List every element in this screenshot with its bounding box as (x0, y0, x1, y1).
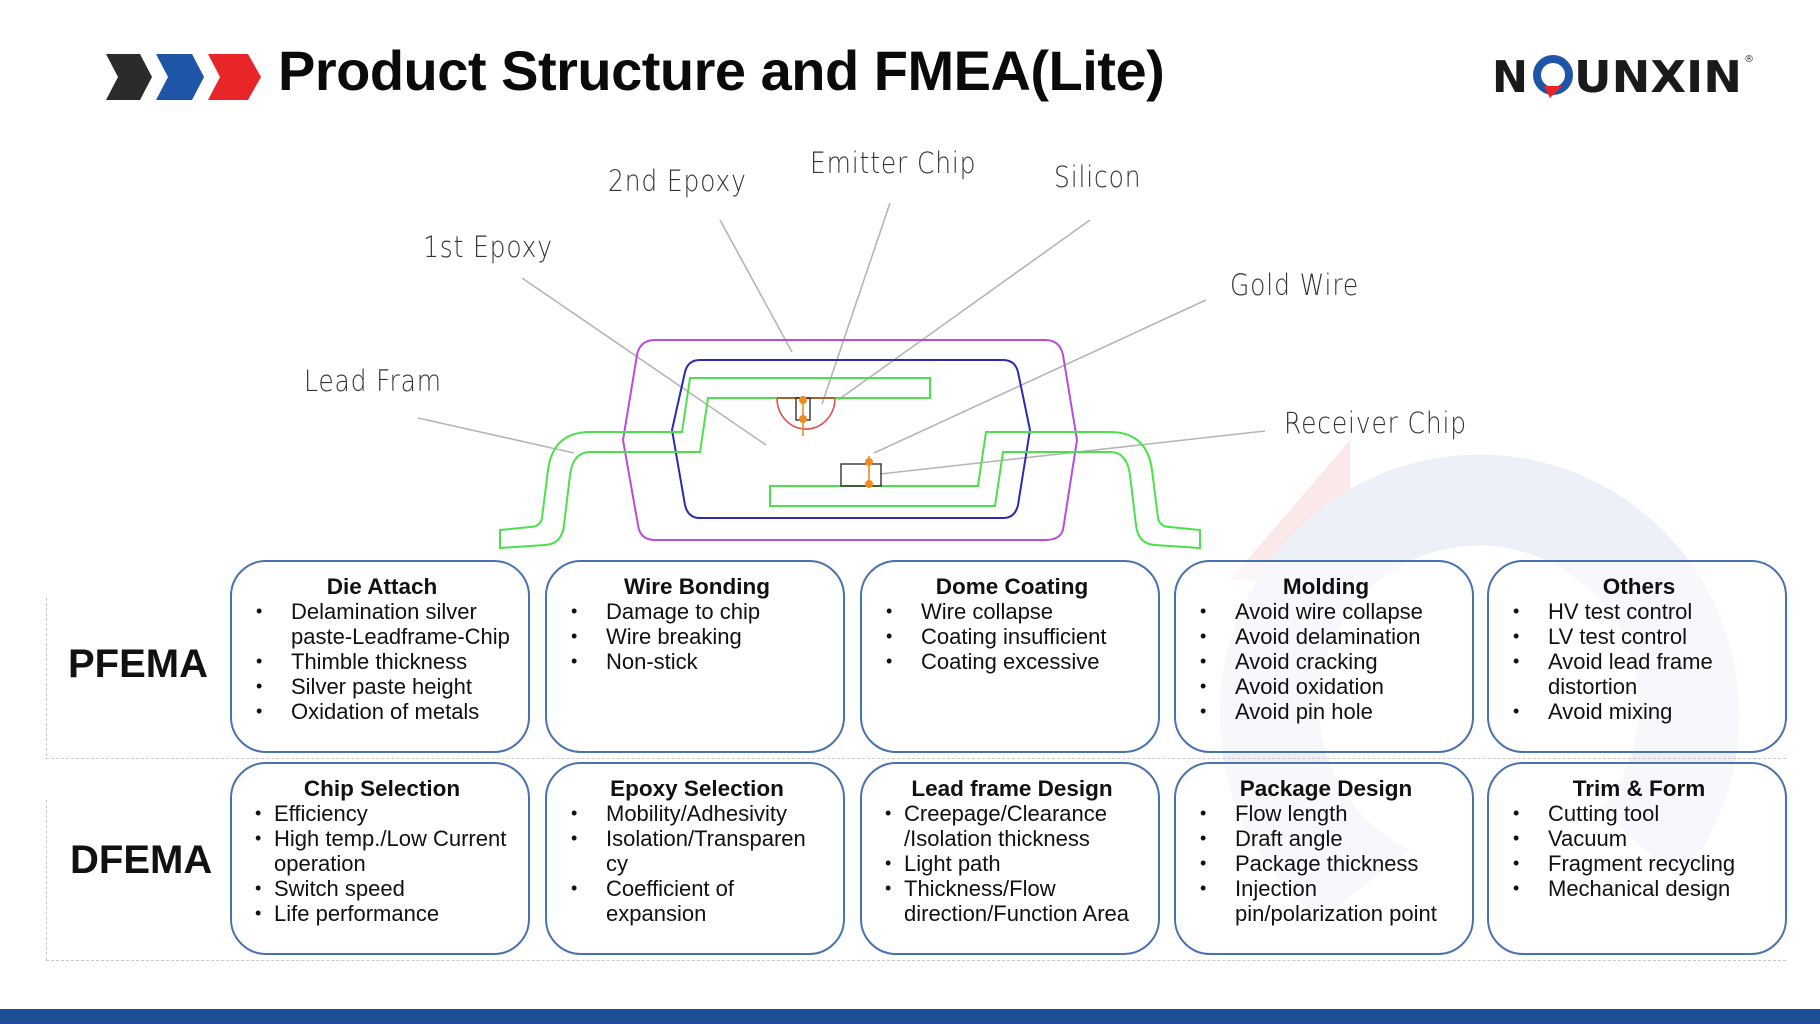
list-item: Avoid oxidation (1194, 674, 1458, 699)
list-item: Wire breaking (565, 624, 829, 649)
chevron-black (106, 54, 152, 100)
package-cross-section-diagram (417, 202, 1266, 550)
fmea-box-wire-bonding: Wire Bonding Damage to chip Wire breakin… (545, 560, 845, 753)
callout-receiver-chip: Receiver Chip (1284, 406, 1467, 440)
leader-lead-frame (417, 417, 575, 454)
box-title: Molding (1282, 574, 1370, 599)
list-item: Vacuum (1507, 826, 1771, 851)
box-title: Chip Selection (303, 776, 461, 801)
list-item: Cutting tool (1507, 801, 1771, 826)
list-item: Flow length (1194, 801, 1458, 826)
logo-mark: N UNXIN ® (1492, 52, 1754, 103)
list-item: Delamination silver paste-Leadframe-Chip (250, 599, 514, 649)
list-item: Coating excessive (880, 649, 1144, 674)
receiver-chip (840, 463, 882, 487)
list-item: Coating insufficient (880, 624, 1144, 649)
page-title: Product Structure and FMEA(Lite) (278, 39, 1165, 102)
leader-silicon (837, 219, 1091, 401)
box-title: Package Design (1239, 776, 1413, 801)
callout-gold-wire: Gold Wire (1230, 268, 1360, 302)
row-label-dfema: DFEMA (70, 838, 213, 882)
list-item: Avoid mixing (1507, 699, 1771, 724)
callout-silicon: Silicon (1054, 160, 1142, 194)
fmea-box-chip-selection: Chip Selection Efficiency High temp./Low… (230, 762, 530, 955)
list-item: Isolation/Transparen cy (565, 826, 829, 876)
chevron-red (208, 54, 261, 100)
leader-gold-wire (873, 299, 1207, 454)
list-item: Thickness/Flow direction/Function Area (880, 876, 1144, 926)
box-title: Epoxy Selection (610, 776, 784, 801)
leader-2nd-epoxy (719, 219, 793, 353)
silicon-dome (776, 397, 836, 430)
list-item: Silver paste height (250, 674, 514, 699)
company-logo: N UNXIN ® (1492, 48, 1754, 103)
chevron-arrows-icon (106, 54, 261, 100)
chevron-blue (156, 54, 204, 100)
row-divider-pfema (46, 758, 1786, 759)
fmea-box-package-design: Package Design Flow length Draft angle P… (1174, 762, 1474, 955)
list-item: Oxidation of metals (250, 699, 514, 724)
box-title: Die Attach (326, 574, 438, 599)
list-item: Thimble thickness (250, 649, 514, 674)
callout-emitter-chip: Emitter Chip (810, 146, 977, 180)
row-label-pfema: PFEMA (68, 642, 208, 686)
list-item: HV test control (1507, 599, 1771, 624)
leader-emitter-chip (821, 202, 891, 405)
svg-text:N: N (1492, 52, 1528, 100)
list-item: Non-stick (565, 649, 829, 674)
box-title: Lead frame Design (911, 776, 1113, 801)
list-item: Light path (880, 851, 1144, 876)
row-divider-vertical-pfema (46, 598, 47, 756)
callout-2nd-epoxy: 2nd Epoxy (608, 164, 747, 198)
list-item: Life performance (250, 901, 514, 926)
list-item: Mechanical design (1507, 876, 1771, 901)
right-lead-frame (769, 431, 1201, 550)
list-item: Avoid cracking (1194, 649, 1458, 674)
box-title: Trim & Form (1572, 776, 1706, 801)
fmea-box-others: Others HV test control LV test control A… (1487, 560, 1787, 753)
outer-epoxy-outline (621, 339, 1079, 541)
footer-bar (0, 1009, 1820, 1024)
list-item: Avoid wire collapse (1194, 599, 1458, 624)
callout-1st-epoxy: 1st Epoxy (423, 230, 553, 264)
list-item: Switch speed (250, 876, 514, 901)
svg-text:UNXIN: UNXIN (1574, 52, 1742, 100)
list-item: Package thickness (1194, 851, 1458, 876)
box-title: Others (1602, 574, 1676, 599)
list-item: Avoid pin hole (1194, 699, 1458, 724)
list-item: Coefficient of expansion (565, 876, 829, 926)
list-item: Injection pin/polarization point (1194, 876, 1458, 926)
callout-lead-frame: Lead Fram (304, 364, 442, 398)
leader-1st-epoxy (521, 277, 767, 446)
list-item: Avoid lead frame distortion (1507, 649, 1771, 699)
list-item: LV test control (1507, 624, 1771, 649)
box-title: Dome Coating (935, 574, 1089, 599)
left-lead-frame (499, 377, 931, 550)
fmea-box-molding: Molding Avoid wire collapse Avoid delami… (1174, 560, 1474, 753)
list-item: Efficiency (250, 801, 514, 826)
fmea-box-die-attach: Die Attach Delamination silver paste-Lea… (230, 560, 530, 753)
row-divider-dfema (46, 960, 1786, 961)
svg-text:®: ® (1744, 54, 1754, 65)
list-item: Damage to chip (565, 599, 829, 624)
row-divider-vertical-dfema (46, 800, 47, 960)
list-item: Fragment recycling (1507, 851, 1771, 876)
list-item: Draft angle (1194, 826, 1458, 851)
inner-epoxy-outline (670, 359, 1032, 519)
list-item: Creepage/Clearance /Isolation thickness (880, 801, 1144, 851)
list-item: Wire collapse (880, 599, 1144, 624)
fmea-box-epoxy-selection: Epoxy Selection Mobility/Adhesivity Isol… (545, 762, 845, 955)
box-title: Wire Bonding (623, 574, 771, 599)
list-item: Avoid delamination (1194, 624, 1458, 649)
fmea-box-trim-and-form: Trim & Form Cutting tool Vacuum Fragment… (1487, 762, 1787, 955)
list-item: High temp./Low Current operation (250, 826, 514, 876)
fmea-box-dome-coating: Dome Coating Wire collapse Coating insuf… (860, 560, 1160, 753)
fmea-box-lead-frame-design: Lead frame Design Creepage/Clearance /Is… (860, 762, 1160, 955)
list-item: Mobility/Adhesivity (565, 801, 829, 826)
